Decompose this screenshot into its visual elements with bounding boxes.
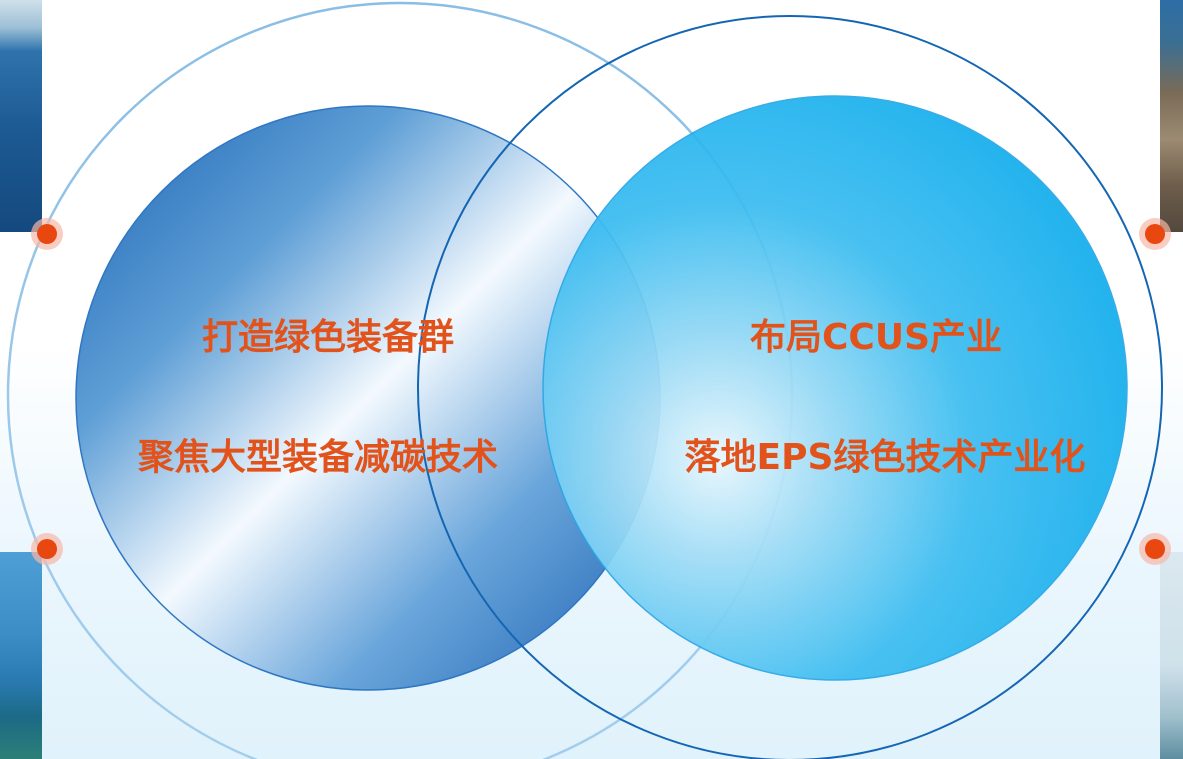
marker-bottom-left [31, 533, 63, 565]
outer-ring-right [417, 15, 1163, 759]
marker-top-right [1139, 218, 1171, 250]
right-label-line2: 落地EPS绿色技术产业化 [684, 437, 1086, 478]
industrial-photo-bottom-right [1160, 552, 1183, 759]
marker-bottom-right [1139, 533, 1171, 565]
coast-photo-bottom-left [0, 552, 42, 759]
left-label-line2: 聚焦大型装备减碳技术 [137, 437, 499, 478]
ocean-photo-top-left [0, 0, 42, 232]
marker-top-left [31, 218, 63, 250]
left-label-line1: 打造绿色装备群 [201, 317, 455, 358]
right-label-line1: 布局CCUS产业 [749, 317, 1003, 358]
circle-right [542, 95, 1128, 681]
industrial-photo-top-right [1160, 0, 1183, 232]
